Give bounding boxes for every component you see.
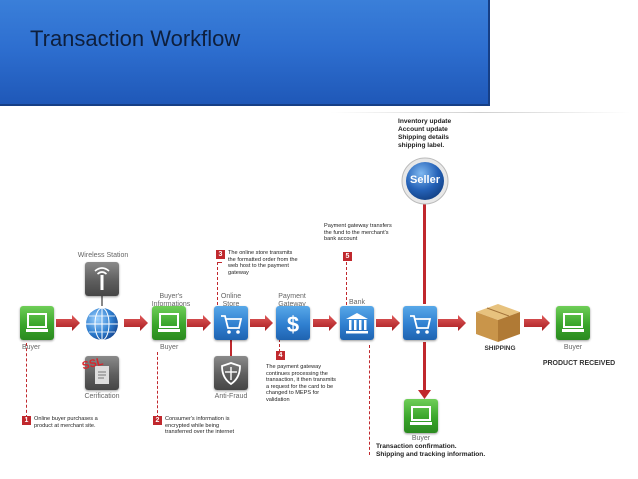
- wireless-station-node: [85, 262, 119, 296]
- certification-node: [85, 356, 119, 390]
- shipping-box-icon: [476, 304, 520, 342]
- bank-node: [340, 306, 374, 340]
- buyer-confirm-label: Buyer: [411, 435, 431, 442]
- slide-title: Transaction Workflow: [30, 26, 241, 51]
- buyer-start-label: Buyer: [22, 344, 41, 351]
- merchant-cart-node: [403, 306, 437, 340]
- dash-3: [217, 262, 218, 310]
- seller-label: Seller: [410, 174, 440, 186]
- wireless-station-label: Wireless Station: [77, 252, 129, 259]
- step-2-badge: 2: [153, 416, 162, 425]
- buyer-confirmation-text: Transaction confirmation. Shipping and t…: [376, 443, 485, 459]
- arrow-buyer-to-wireless: [56, 315, 80, 331]
- step-4-badge: 4: [276, 351, 285, 360]
- svg-text:$: $: [287, 312, 299, 337]
- bank-label: Bank: [349, 299, 365, 306]
- header-divider: [330, 112, 630, 113]
- shopping-cart-icon: [221, 315, 243, 334]
- payment-gateway-label: Payment Gateway: [278, 293, 306, 308]
- arrow-to-buyer-shaft: [423, 342, 426, 394]
- anti-fraud-node: [214, 356, 248, 390]
- certification-label: Cerification: [84, 393, 120, 400]
- buyer-end-node: [556, 306, 590, 340]
- product-received-label: PRODUCT RECEIVED: [542, 360, 616, 367]
- seller-task: shipping label.: [398, 142, 445, 149]
- arrow-to-buyer-head: [418, 390, 431, 399]
- online-store-node: [214, 306, 248, 340]
- dash-1: [26, 343, 27, 418]
- step-3-badge: 3: [216, 250, 225, 259]
- step-5-badge: 5: [343, 252, 352, 261]
- wireless-tower-icon: [94, 267, 110, 290]
- dash-4: [279, 339, 280, 352]
- buyer-start-node: [20, 306, 54, 340]
- seller-tasks: Inventory update Account update Shipping…: [398, 118, 451, 150]
- buyers-informations-label: Buyer's Informations: [151, 293, 191, 308]
- arrow-store-to-gateway: [250, 315, 273, 331]
- seller-node: [401, 157, 449, 205]
- confirmation-line: Transaction confirmation.: [376, 443, 457, 450]
- computer-icon: [562, 313, 584, 332]
- dash-right: [369, 345, 370, 455]
- arrow-gateway-to-bank: [313, 315, 337, 331]
- step-2-note: Consumer's information is encrypted whil…: [165, 416, 235, 436]
- dollar-icon: $: [287, 312, 299, 337]
- computer-icon: [158, 313, 180, 332]
- seller-task: Account update: [398, 126, 448, 133]
- arrow-globe-to-info: [124, 315, 148, 331]
- seller-task: Shipping details: [398, 134, 449, 141]
- arrow-merchant-to-shipping: [438, 315, 466, 331]
- computer-icon: [410, 406, 432, 425]
- computer-icon: [26, 313, 48, 332]
- arrow-info-to-store: [187, 315, 211, 331]
- shipping-label: SHIPPING: [484, 345, 516, 352]
- slide-header: Transaction Workflow: [0, 0, 490, 106]
- bank-icon: [346, 313, 368, 334]
- store-antifraud-line: [230, 340, 232, 358]
- globe-icon: [86, 307, 118, 341]
- buyer-end-label: Buyer: [563, 344, 583, 351]
- shopping-cart-icon: [410, 315, 432, 334]
- anti-fraud-label: Anti-Fraud: [214, 393, 248, 400]
- online-store-label: Online Store: [220, 293, 242, 308]
- dash-5: [346, 262, 347, 310]
- dash-2: [157, 352, 158, 418]
- step-5-note: Payment gateway transfers the fund to th…: [324, 223, 392, 243]
- buyer-info-bottom-label: Buyer: [160, 344, 179, 351]
- step-4-note: The payment gateway continues processing…: [266, 364, 336, 403]
- arrow-to-seller-shaft: [423, 200, 426, 304]
- confirmation-line: Shipping and tracking information.: [376, 451, 486, 458]
- buyer-confirm-node: [404, 399, 438, 433]
- wireless-globe-line: [101, 294, 103, 306]
- dash-3h: [217, 262, 222, 263]
- payment-gateway-node: $: [276, 306, 310, 340]
- shield-icon: [221, 362, 241, 386]
- certificate-icon: [95, 366, 109, 384]
- step-1-badge: 1: [22, 416, 31, 425]
- arrow-shipping-to-buyer: [524, 315, 550, 331]
- step-3-note: The online store transmits the formatted…: [228, 250, 298, 276]
- buyers-informations-node: [152, 306, 186, 340]
- step-1-note: Online buyer purchases a product at merc…: [34, 416, 98, 429]
- seller-task: Inventory update: [398, 118, 452, 125]
- arrow-bank-to-merchant: [376, 315, 400, 331]
